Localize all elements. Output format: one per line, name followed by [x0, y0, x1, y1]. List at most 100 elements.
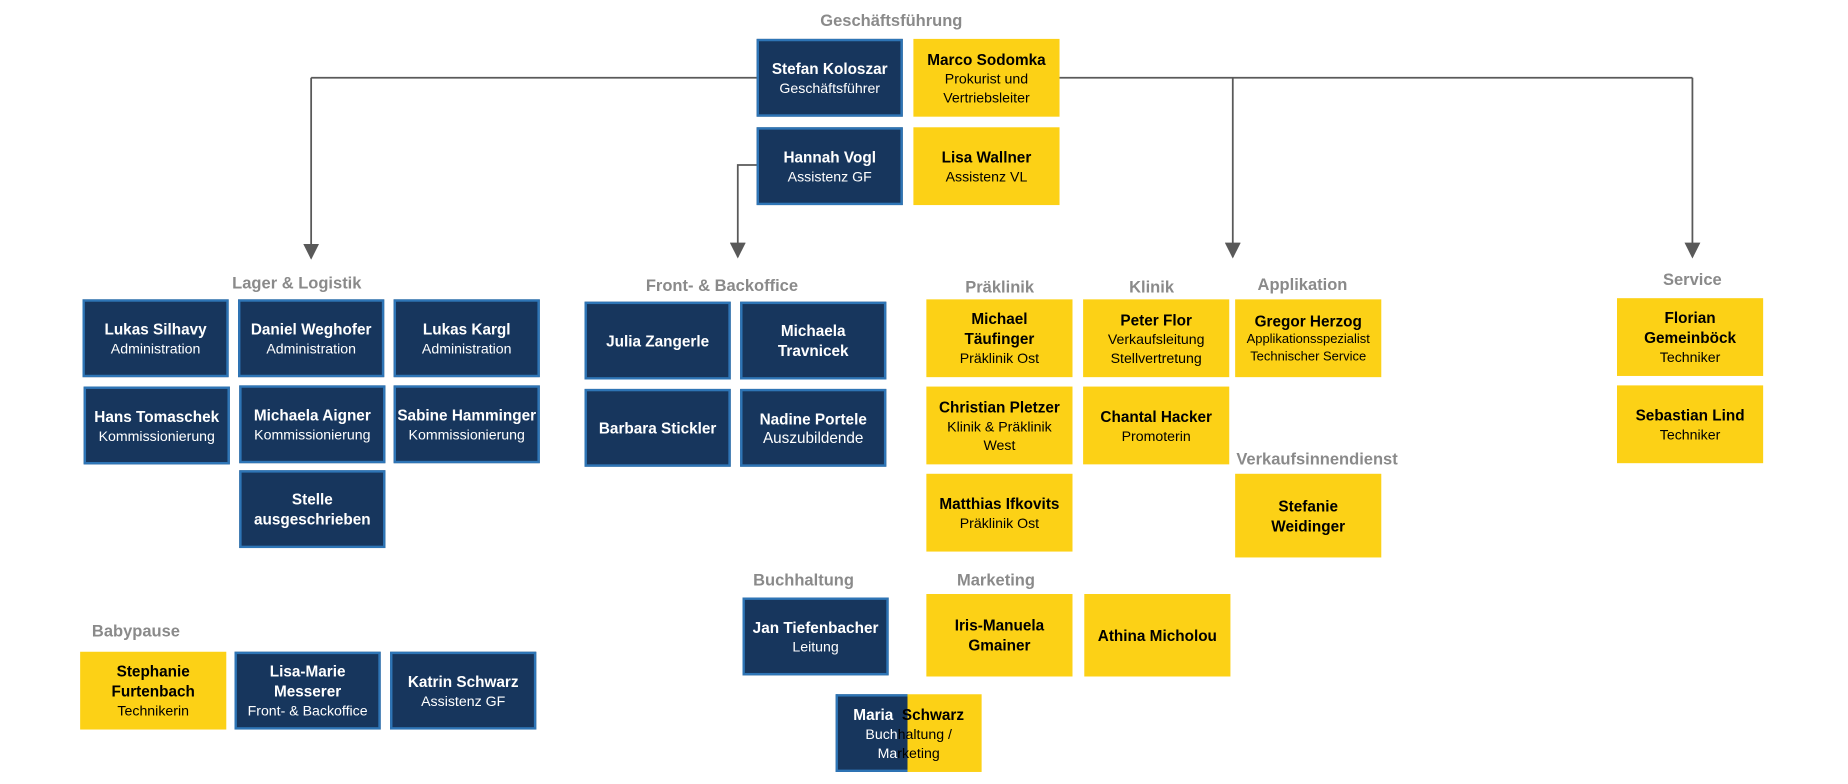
role: Administration	[421, 340, 512, 357]
box-gregor-herzog[interactable]: Gregor Herzog Applikationsspezialist Tec…	[1235, 299, 1382, 378]
box-julia-zangerle[interactable]: Julia Zangerle	[584, 301, 731, 380]
box-sebastian-lind[interactable]: Sebastian Lind Techniker	[1616, 385, 1764, 464]
name: Lukas Kargl	[422, 319, 511, 338]
name: Furtenbach	[111, 682, 195, 701]
title-applikation: Applikation	[1257, 274, 1348, 294]
role: Leitung	[792, 638, 839, 655]
name: Katrin Schwarz	[407, 672, 519, 691]
name: Michaela Aigner	[253, 406, 371, 424]
name: Athina Micholou	[1097, 626, 1217, 645]
first-name: Maria	[853, 705, 894, 724]
name: Gregor Herzog	[1254, 311, 1362, 330]
name: Travnicek	[777, 341, 849, 360]
box-katrin-schwarz[interactable]: Katrin Schwarz Assistenz GF	[390, 651, 537, 730]
role-row: Buchhaltung /	[865, 724, 952, 743]
role: Klinik & Präklinik	[947, 417, 1052, 435]
box-stefan-koloszar[interactable]: Stefan Koloszar Geschäftsführer	[756, 38, 903, 117]
box-lukas-silhavy[interactable]: Lukas Silhavy Administration	[82, 299, 229, 378]
role-part: Ma	[877, 744, 898, 761]
box-lisa-marie-messerer[interactable]: Lisa-Marie Messerer Front- & Backoffice	[234, 651, 381, 730]
name: Marco Sodomka	[927, 50, 1046, 68]
box-text: Maria Schwarz Buchhaltung / Marketing	[836, 694, 982, 772]
name: Täufinger	[964, 329, 1035, 348]
box-sabine-hamminger[interactable]: Sabine Hamminger Kommissionierung	[393, 385, 540, 464]
title-klinik: Klinik	[1129, 276, 1175, 296]
role: Prokurist und	[944, 70, 1029, 87]
role-part: rketing	[897, 744, 940, 761]
name: Julia Zangerle	[606, 331, 710, 350]
box-daniel-weghofer[interactable]: Daniel Weghofer Administration	[238, 299, 385, 378]
title-lager-logistik: Lager & Logistik	[232, 273, 362, 293]
yellow-half	[907, 694, 982, 772]
box-hannah-vogl[interactable]: Hannah Vogl Assistenz GF	[756, 127, 903, 206]
role: Geschäftsführer	[779, 79, 881, 97]
title-service: Service	[1662, 269, 1722, 289]
box-marco-sodomka[interactable]: Marco Sodomka Prokurist und Vertriebslei…	[913, 38, 1060, 117]
name: ausgeschrieben	[253, 510, 371, 528]
name: Michaela	[780, 321, 846, 340]
box-christian-pletzer[interactable]: Christian Pletzer Klinik & Präklinik Wes…	[926, 386, 1073, 465]
title-verkaufsinnendienst: Verkaufsinnendienst	[1236, 449, 1398, 468]
box-iris-manuela-gmainer[interactable]: Iris-Manuela Gmainer	[926, 593, 1073, 677]
role: Kommissionierung	[98, 427, 215, 444]
role: Kommissionierung	[254, 426, 371, 443]
role: Auszubildende	[762, 428, 864, 447]
box-jan-tiefenbacher[interactable]: Jan Tiefenbacher Leitung	[742, 597, 889, 676]
role: Assistenz GF	[421, 692, 506, 709]
name: Daniel Weghofer	[250, 319, 372, 338]
name: Sabine Hamminger	[397, 406, 537, 424]
title-babypause: Babypause	[91, 621, 180, 640]
name: Sebastian Lind	[1635, 406, 1745, 424]
role: West	[983, 436, 1016, 454]
role: Techniker	[1659, 426, 1721, 443]
box-michaela-travnicek[interactable]: Michaela Travnicek	[740, 301, 887, 380]
name: Gemeinböck	[1644, 328, 1737, 347]
role: Präklinik Ost	[959, 514, 1040, 531]
box-stephanie-furtenbach[interactable]: Stephanie Furtenbach Technikerin	[80, 651, 227, 730]
box-michaela-aigner[interactable]: Michaela Aigner Kommissionierung	[239, 385, 386, 464]
role: Promoterin	[1121, 427, 1191, 444]
role-part: haltung /	[897, 725, 952, 742]
box-lukas-kargl[interactable]: Lukas Kargl Administration	[393, 299, 540, 378]
box-athina-micholou[interactable]: Athina Micholou	[1084, 593, 1231, 677]
role: Stellvertretung	[1110, 349, 1202, 366]
name: Matthias Ifkovits	[939, 494, 1060, 513]
role-part: Buch	[865, 725, 898, 742]
box-matthias-ifkovits[interactable]: Matthias Ifkovits Präklinik Ost	[926, 473, 1073, 552]
box-stefanie-weidinger[interactable]: Stefanie Weidinger	[1235, 473, 1382, 558]
name: Stefan Koloszar	[771, 59, 888, 78]
role: Assistenz GF	[787, 167, 872, 185]
box-michael-taeufinger[interactable]: Michael Täufinger Präklinik Ost	[926, 299, 1073, 378]
last-name: Schwarz	[901, 705, 965, 724]
name: Christian Pletzer	[938, 397, 1060, 416]
title-geschaeftsfuehrung: Geschäftsführung	[820, 10, 963, 30]
name: Nadine Portele	[759, 409, 867, 428]
name: Chantal Hacker	[1100, 407, 1212, 425]
box-barbara-stickler[interactable]: Barbara Stickler	[584, 388, 731, 467]
name: Lisa-Marie	[269, 662, 346, 681]
name: Hannah Vogl	[783, 147, 876, 166]
box-nadine-portele[interactable]: Nadine Portele Auszubildende	[740, 388, 887, 467]
box-stelle-ausgeschrieben[interactable]: Stelle ausgeschrieben	[239, 470, 386, 549]
box-hans-tomaschek[interactable]: Hans Tomaschek Kommissionierung	[83, 386, 230, 465]
name: Stephanie	[116, 662, 190, 681]
role: Administration	[266, 340, 356, 357]
name: Barbara Stickler	[598, 418, 717, 437]
box-chantal-hacker[interactable]: Chantal Hacker Promoterin	[1083, 386, 1230, 465]
box-maria-schwarz[interactable]: Maria Schwarz Buchhaltung / Marketing	[835, 694, 982, 772]
title-buchhaltung: Buchhaltung	[753, 570, 854, 590]
name: Messerer	[273, 682, 342, 701]
name: Hans Tomaschek	[94, 407, 220, 425]
role-row: Marketing	[878, 743, 940, 762]
role: Vertriebsleiter	[943, 88, 1030, 106]
box-lisa-wallner[interactable]: Lisa Wallner Assistenz VL	[913, 127, 1060, 206]
role: Techniker	[1659, 348, 1721, 366]
box-peter-flor[interactable]: Peter Flor Verkaufsleitung Stellvertretu…	[1083, 299, 1230, 378]
title-praeklinik: Präklinik	[965, 276, 1035, 296]
role: Technischer Service	[1250, 349, 1367, 364]
box-florian-gemeinboeck[interactable]: Florian Gemeinböck Techniker	[1616, 298, 1764, 376]
title-front-backoffice: Front- & Backoffice	[645, 275, 799, 295]
name: Stelle	[291, 490, 333, 508]
